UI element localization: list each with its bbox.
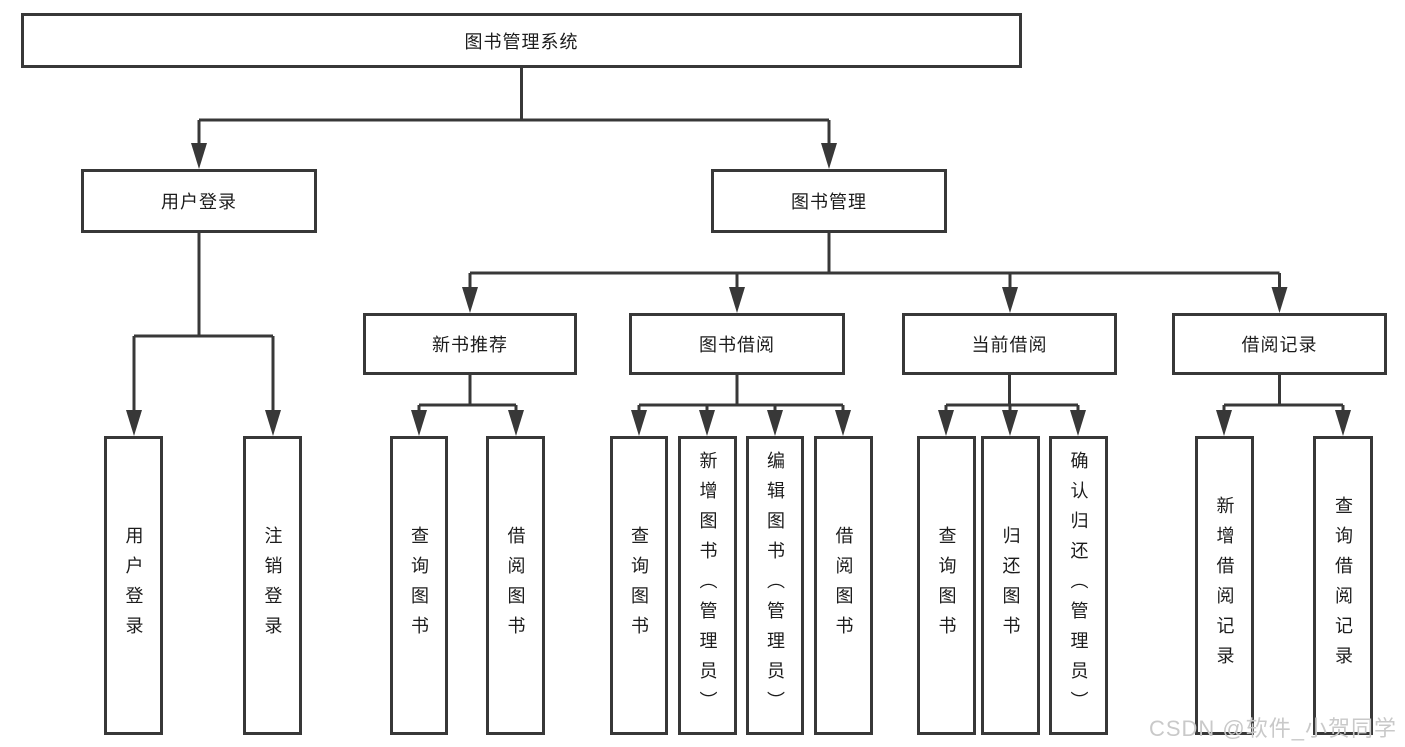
node-label: 编辑图书（管理员） (765, 450, 785, 721)
connector-current-borrow-children (944, 375, 1080, 414)
arrowhead (1002, 410, 1018, 436)
leaf-query-books-1: 查询图书 (390, 436, 448, 735)
leaf-user-login: 用户登录 (104, 436, 163, 735)
node-new-book-recommend: 新书推荐 (363, 313, 577, 375)
node-label: 新增借阅记录 (1214, 495, 1235, 676)
node-label: 查询图书 (629, 525, 649, 646)
node-borrowing-records: 借阅记录 (1172, 313, 1387, 375)
arrowhead (835, 410, 851, 436)
arrowhead (699, 410, 715, 436)
arrowhead (938, 410, 954, 436)
node-label: 借阅图书 (833, 525, 854, 646)
arrowhead (821, 143, 837, 169)
node-label: 借阅记录 (1241, 335, 1318, 355)
leaf-return-books: 归还图书 (981, 436, 1040, 735)
node-label: 新增图书（管理员） (697, 450, 718, 721)
leaf-add-borrow-record: 新增借阅记录 (1195, 436, 1254, 735)
node-label: 查询借阅记录 (1333, 495, 1353, 676)
arrowhead (508, 410, 524, 436)
arrowhead (411, 410, 427, 436)
node-user-login: 用户登录 (81, 169, 317, 233)
leaf-confirm-return-admin: 确认归还（管理员） (1049, 436, 1108, 735)
arrowhead (265, 410, 281, 436)
node-label: 图书管理系统 (464, 31, 579, 52)
connector-user-login-children (132, 233, 275, 414)
arrowhead (767, 410, 783, 436)
node-label: 图书管理 (791, 192, 867, 212)
leaf-query-borrow-record: 查询借阅记录 (1313, 436, 1373, 735)
connector-borrow-records-children (1222, 375, 1345, 414)
connector-new-book-children (417, 375, 518, 414)
node-label: 新书推荐 (432, 335, 508, 355)
leaf-edit-book-admin: 编辑图书（管理员） (746, 436, 804, 735)
leaf-query-books-3: 查询图书 (917, 436, 976, 735)
arrowhead (1070, 410, 1086, 436)
arrowhead (126, 410, 142, 436)
node-label: 当前借阅 (971, 335, 1048, 355)
leaf-query-books-2: 查询图书 (610, 436, 668, 735)
arrowhead (191, 143, 207, 169)
node-library-management-system: 图书管理系统 (21, 13, 1022, 68)
node-label: 归还图书 (1000, 525, 1021, 646)
node-current-borrowing: 当前借阅 (902, 313, 1117, 375)
node-label: 查询图书 (936, 525, 957, 646)
arrowhead (1216, 410, 1232, 436)
node-label: 注销登录 (262, 525, 283, 646)
node-label: 用户登录 (161, 192, 237, 212)
node-label: 用户登录 (123, 525, 144, 646)
leaf-borrow-books-1: 借阅图书 (486, 436, 545, 735)
node-label: 图书借阅 (699, 335, 775, 355)
node-label: 借阅图书 (505, 525, 526, 646)
node-book-borrowing: 图书借阅 (629, 313, 845, 375)
leaf-borrow-books-2: 借阅图书 (814, 436, 873, 735)
arrowhead (729, 287, 745, 313)
arrowhead (462, 287, 478, 313)
node-book-management: 图书管理 (711, 169, 947, 233)
connector-book-mgmt-children (468, 233, 1281, 291)
leaf-logout: 注销登录 (243, 436, 302, 735)
csdn-watermark: CSDN @软件_小贺同学 (1148, 716, 1397, 741)
connector-root-to-level2 (197, 68, 831, 147)
node-label: 确认归还（管理员） (1068, 450, 1089, 721)
leaf-add-book-admin: 新增图书（管理员） (678, 436, 737, 735)
arrowhead (1271, 287, 1288, 313)
node-label: 查询图书 (409, 525, 429, 646)
arrowhead (1335, 410, 1351, 436)
arrowhead (1002, 287, 1018, 313)
connector-book-borrow-children (637, 375, 845, 414)
arrowhead (631, 410, 647, 436)
